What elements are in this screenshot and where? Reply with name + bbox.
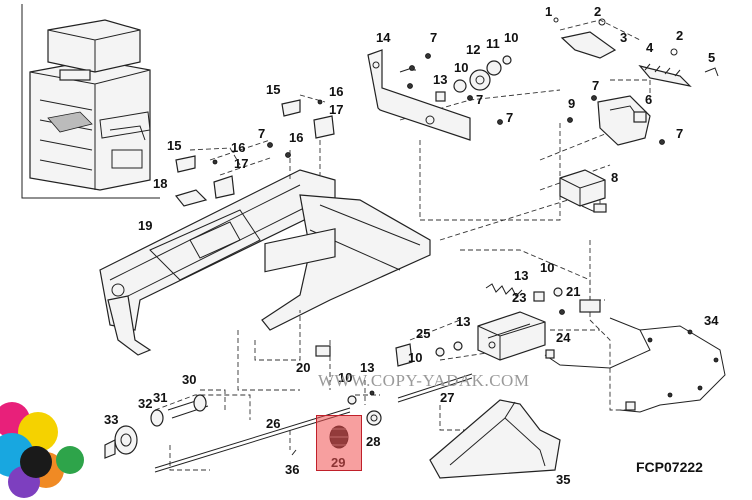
callout-28: 28 bbox=[366, 434, 380, 449]
callout-7: 7 bbox=[430, 30, 437, 45]
callout-9: 9 bbox=[568, 96, 575, 111]
callout-15: 15 bbox=[167, 138, 181, 153]
callout-10: 10 bbox=[338, 370, 352, 385]
solenoid bbox=[559, 169, 607, 213]
callout-32: 32 bbox=[138, 396, 152, 411]
callout-7: 7 bbox=[676, 126, 683, 141]
figure-code: FCP07222 bbox=[636, 459, 703, 475]
callout-16: 16 bbox=[231, 140, 245, 155]
callout-2: 2 bbox=[676, 28, 683, 43]
callout-2: 2 bbox=[594, 4, 601, 19]
callout-13: 13 bbox=[456, 314, 470, 329]
bracket bbox=[395, 343, 413, 367]
callout-19: 19 bbox=[138, 218, 152, 233]
callout-36: 36 bbox=[285, 462, 299, 477]
callout-35: 35 bbox=[556, 472, 570, 487]
gear-hub bbox=[370, 414, 378, 422]
paper-feed-unit bbox=[477, 311, 546, 361]
main-frame bbox=[99, 169, 431, 356]
callout-30: 30 bbox=[182, 372, 196, 387]
callout-27: 27 bbox=[440, 390, 454, 405]
callout-25: 25 bbox=[416, 326, 430, 341]
callout-24: 24 bbox=[556, 330, 571, 345]
gear-bracket bbox=[367, 49, 512, 141]
callout-17: 17 bbox=[234, 156, 248, 171]
watermark: WWW.COPY-YADAK.COM bbox=[318, 371, 530, 390]
callout-7: 7 bbox=[476, 92, 483, 107]
callout-3: 3 bbox=[620, 30, 627, 45]
callout-13: 13 bbox=[433, 72, 447, 87]
callout-26: 26 bbox=[266, 416, 280, 431]
color-logo bbox=[0, 402, 84, 498]
callout-14: 14 bbox=[376, 30, 391, 45]
callout-7: 7 bbox=[592, 78, 599, 93]
callout-6: 6 bbox=[645, 92, 652, 107]
callout-18: 18 bbox=[153, 176, 167, 191]
ring bbox=[435, 347, 445, 357]
callout-10: 10 bbox=[504, 30, 518, 45]
callout-13: 13 bbox=[360, 360, 374, 375]
callout-4: 4 bbox=[646, 40, 654, 55]
callout-1: 1 bbox=[545, 4, 552, 19]
callout-12: 12 bbox=[466, 42, 480, 57]
highlight-box bbox=[316, 415, 362, 471]
callout-16: 16 bbox=[289, 130, 303, 145]
callout-33: 33 bbox=[104, 412, 118, 427]
callout-17: 17 bbox=[329, 102, 343, 117]
callout-20: 20 bbox=[296, 360, 310, 375]
callout-11: 11 bbox=[486, 36, 500, 51]
copier-inset bbox=[21, 4, 160, 199]
left-brackets bbox=[174, 99, 335, 207]
bushing bbox=[453, 341, 463, 351]
callout-7: 7 bbox=[258, 126, 265, 141]
callout-31: 31 bbox=[153, 390, 167, 405]
spring-area bbox=[485, 283, 565, 315]
callout-7: 7 bbox=[506, 110, 513, 125]
pin bbox=[291, 449, 297, 456]
callout-5: 5 bbox=[708, 50, 715, 65]
callout-10: 10 bbox=[408, 350, 422, 365]
callout-15: 15 bbox=[266, 82, 280, 97]
plate bbox=[315, 345, 331, 357]
callout-8: 8 bbox=[611, 170, 618, 185]
callout-21: 21 bbox=[566, 284, 580, 299]
top-right-parts bbox=[553, 17, 719, 146]
callout-10: 10 bbox=[454, 60, 468, 75]
callout-10: 10 bbox=[540, 260, 554, 275]
callout-13: 13 bbox=[514, 268, 528, 283]
drive-belt bbox=[104, 394, 209, 459]
gear bbox=[366, 410, 382, 426]
callout-34: 34 bbox=[704, 313, 719, 328]
callout-16: 16 bbox=[329, 84, 343, 99]
wire-harness bbox=[544, 299, 726, 413]
callout-23: 23 bbox=[512, 290, 526, 305]
lower-cover bbox=[429, 399, 561, 479]
